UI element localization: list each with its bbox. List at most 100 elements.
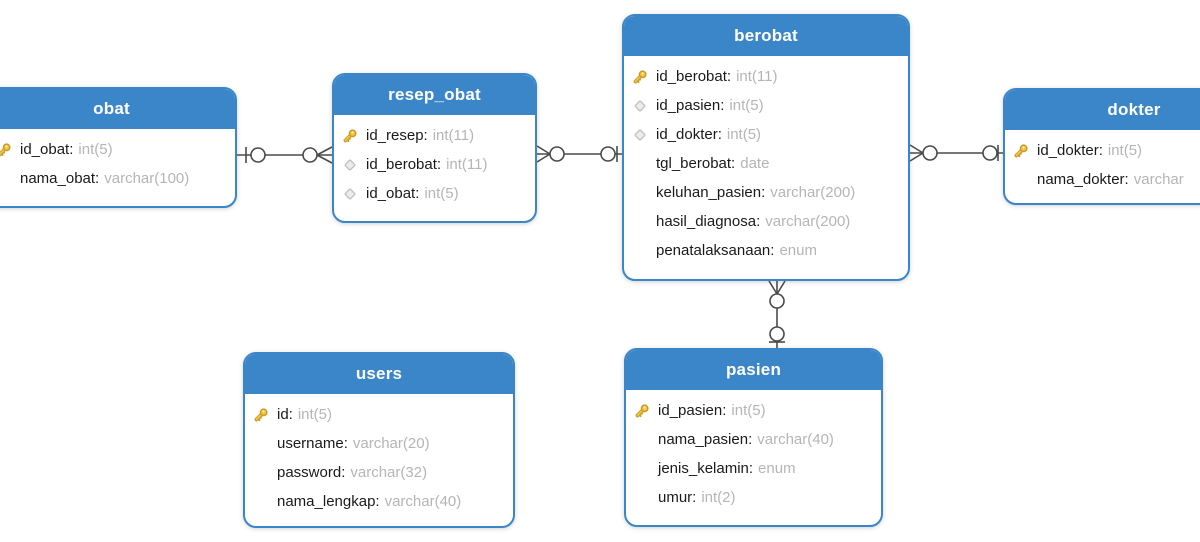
relation-obat-resep_obat[interactable]: [237, 146, 333, 164]
primary-key-icon: [251, 406, 271, 424]
field-icon-spacer: [251, 435, 271, 453]
field-type: int(11): [736, 68, 778, 85]
field-type: varchar(200): [770, 184, 856, 201]
field-type: int(5): [1107, 142, 1143, 159]
table-fields: id:int(5)username:varchar(20)password:va…: [245, 396, 513, 516]
field-row-nama_obat[interactable]: nama_obat:varchar(100): [0, 164, 227, 193]
field-type: varchar(40): [757, 431, 834, 448]
field-type: int(5): [726, 126, 762, 143]
field-type: varchar: [1133, 171, 1184, 188]
table-fields: id_obat:int(5)nama_obat:varchar(100): [0, 131, 235, 193]
field-row-nama_dokter[interactable]: nama_dokter:varchar: [1011, 165, 1200, 194]
primary-key-icon: [1011, 142, 1031, 160]
field-name: id_obat:: [366, 185, 420, 202]
field-type: int(11): [432, 127, 475, 144]
cardinality-circle: [549, 146, 565, 162]
field-name: username:: [277, 435, 348, 452]
field-type: int(5): [729, 97, 764, 114]
foreign-key-icon: [340, 185, 360, 203]
field-row-nama_lengkap[interactable]: nama_lengkap:varchar(40): [251, 487, 505, 516]
crow-foot: [316, 146, 333, 164]
crow-foot: [536, 145, 551, 163]
field-row-username[interactable]: username:varchar(20): [251, 429, 505, 458]
field-row-id_dokter[interactable]: id_dokter:int(5): [630, 120, 900, 149]
cardinality-circle: [982, 145, 998, 161]
table-title: users: [355, 364, 403, 383]
field-row-id_obat[interactable]: id_obat:int(5): [0, 135, 227, 164]
field-row-id_pasien[interactable]: id_pasien:int(5): [630, 91, 900, 120]
table-pasien[interactable]: pasien id_pasien:int(5)nama_pasien:varcha…: [624, 348, 883, 527]
field-row-id_berobat[interactable]: id_berobat:int(11): [340, 150, 527, 179]
field-row-id_berobat[interactable]: id_berobat:int(11): [630, 62, 900, 91]
field-type: enum: [779, 242, 817, 259]
field-name: id_dokter:: [1037, 142, 1103, 159]
table-header-users[interactable]: users: [245, 354, 513, 396]
field-name: password:: [277, 464, 346, 481]
field-type: varchar(40): [384, 493, 462, 510]
field-icon-spacer: [632, 460, 652, 478]
field-type: int(5): [424, 185, 459, 202]
field-type: int(2): [701, 489, 736, 506]
cardinality-circle: [250, 147, 266, 163]
relation-berobat-dokter[interactable]: [909, 144, 1003, 162]
field-type: varchar(100): [104, 170, 190, 187]
field-row-id_pasien[interactable]: id_pasien:int(5): [632, 396, 873, 425]
table-title: berobat: [734, 26, 798, 45]
table-header-dokter[interactable]: dokter: [1005, 90, 1200, 132]
field-row-jenis_kelamin[interactable]: jenis_kelamin:enum: [632, 454, 873, 483]
field-type: enum: [758, 460, 796, 477]
field-name: nama_dokter:: [1037, 171, 1129, 188]
field-row-nama_pasien[interactable]: nama_pasien:varchar(40): [632, 425, 873, 454]
table-header-obat[interactable]: obat: [0, 89, 235, 131]
field-row-keluhan_pasien[interactable]: keluhan_pasien:varchar(200): [630, 178, 900, 207]
table-title: pasien: [725, 360, 782, 379]
field-icon-spacer: [0, 170, 14, 188]
field-row-penatalaksanaan[interactable]: penatalaksanaan:enum: [630, 236, 900, 265]
relation-resep_obat-berobat[interactable]: [536, 145, 622, 163]
field-type: int(11): [446, 156, 488, 173]
field-name: id_dokter:: [656, 126, 722, 143]
field-icon-spacer: [1011, 171, 1031, 189]
table-header-berobat[interactable]: berobat: [624, 16, 908, 58]
cardinality-circle: [922, 145, 938, 161]
primary-key-icon: [632, 402, 652, 420]
cardinality-circle: [600, 146, 616, 162]
relation-berobat-pasien[interactable]: [768, 280, 786, 348]
field-icon-spacer: [630, 184, 650, 202]
field-row-tgl_berobat[interactable]: tgl_berobat:date: [630, 149, 900, 178]
field-name: nama_lengkap:: [277, 493, 380, 510]
field-icon-spacer: [632, 431, 652, 449]
field-icon-spacer: [251, 464, 271, 482]
field-name: id_pasien:: [658, 402, 727, 419]
table-header-resep_obat[interactable]: resep_obat: [334, 75, 535, 117]
field-row-password[interactable]: password:varchar(32): [251, 458, 505, 487]
field-type: date: [740, 155, 770, 172]
primary-key-icon: [0, 141, 14, 159]
field-row-umur[interactable]: umur:int(2): [632, 483, 873, 512]
field-name: id_resep:: [366, 127, 428, 144]
field-name: id_berobat:: [366, 156, 442, 173]
field-row-id[interactable]: id:int(5): [251, 400, 505, 429]
field-row-hasil_diagnosa[interactable]: hasil_diagnosa:varchar(200): [630, 207, 900, 236]
primary-key-icon: [340, 127, 360, 145]
field-row-id_obat[interactable]: id_obat:int(5): [340, 179, 527, 208]
table-fields: id_resep:int(11)id_berobat:int(11)id_oba…: [334, 117, 535, 208]
cardinality-circle: [769, 326, 785, 342]
crow-foot: [768, 280, 786, 295]
field-name: id_obat:: [20, 141, 74, 158]
field-name: keluhan_pasien:: [656, 184, 766, 201]
field-row-id_resep[interactable]: id_resep:int(11): [340, 121, 527, 150]
field-name: id_pasien:: [656, 97, 725, 114]
field-name: id_berobat:: [656, 68, 732, 85]
field-name: tgl_berobat:: [656, 155, 736, 172]
field-row-id_dokter[interactable]: id_dokter:int(5): [1011, 136, 1200, 165]
field-type: varchar(20): [352, 435, 430, 452]
primary-key-icon: [630, 68, 650, 86]
table-header-pasien[interactable]: pasien: [626, 350, 881, 392]
